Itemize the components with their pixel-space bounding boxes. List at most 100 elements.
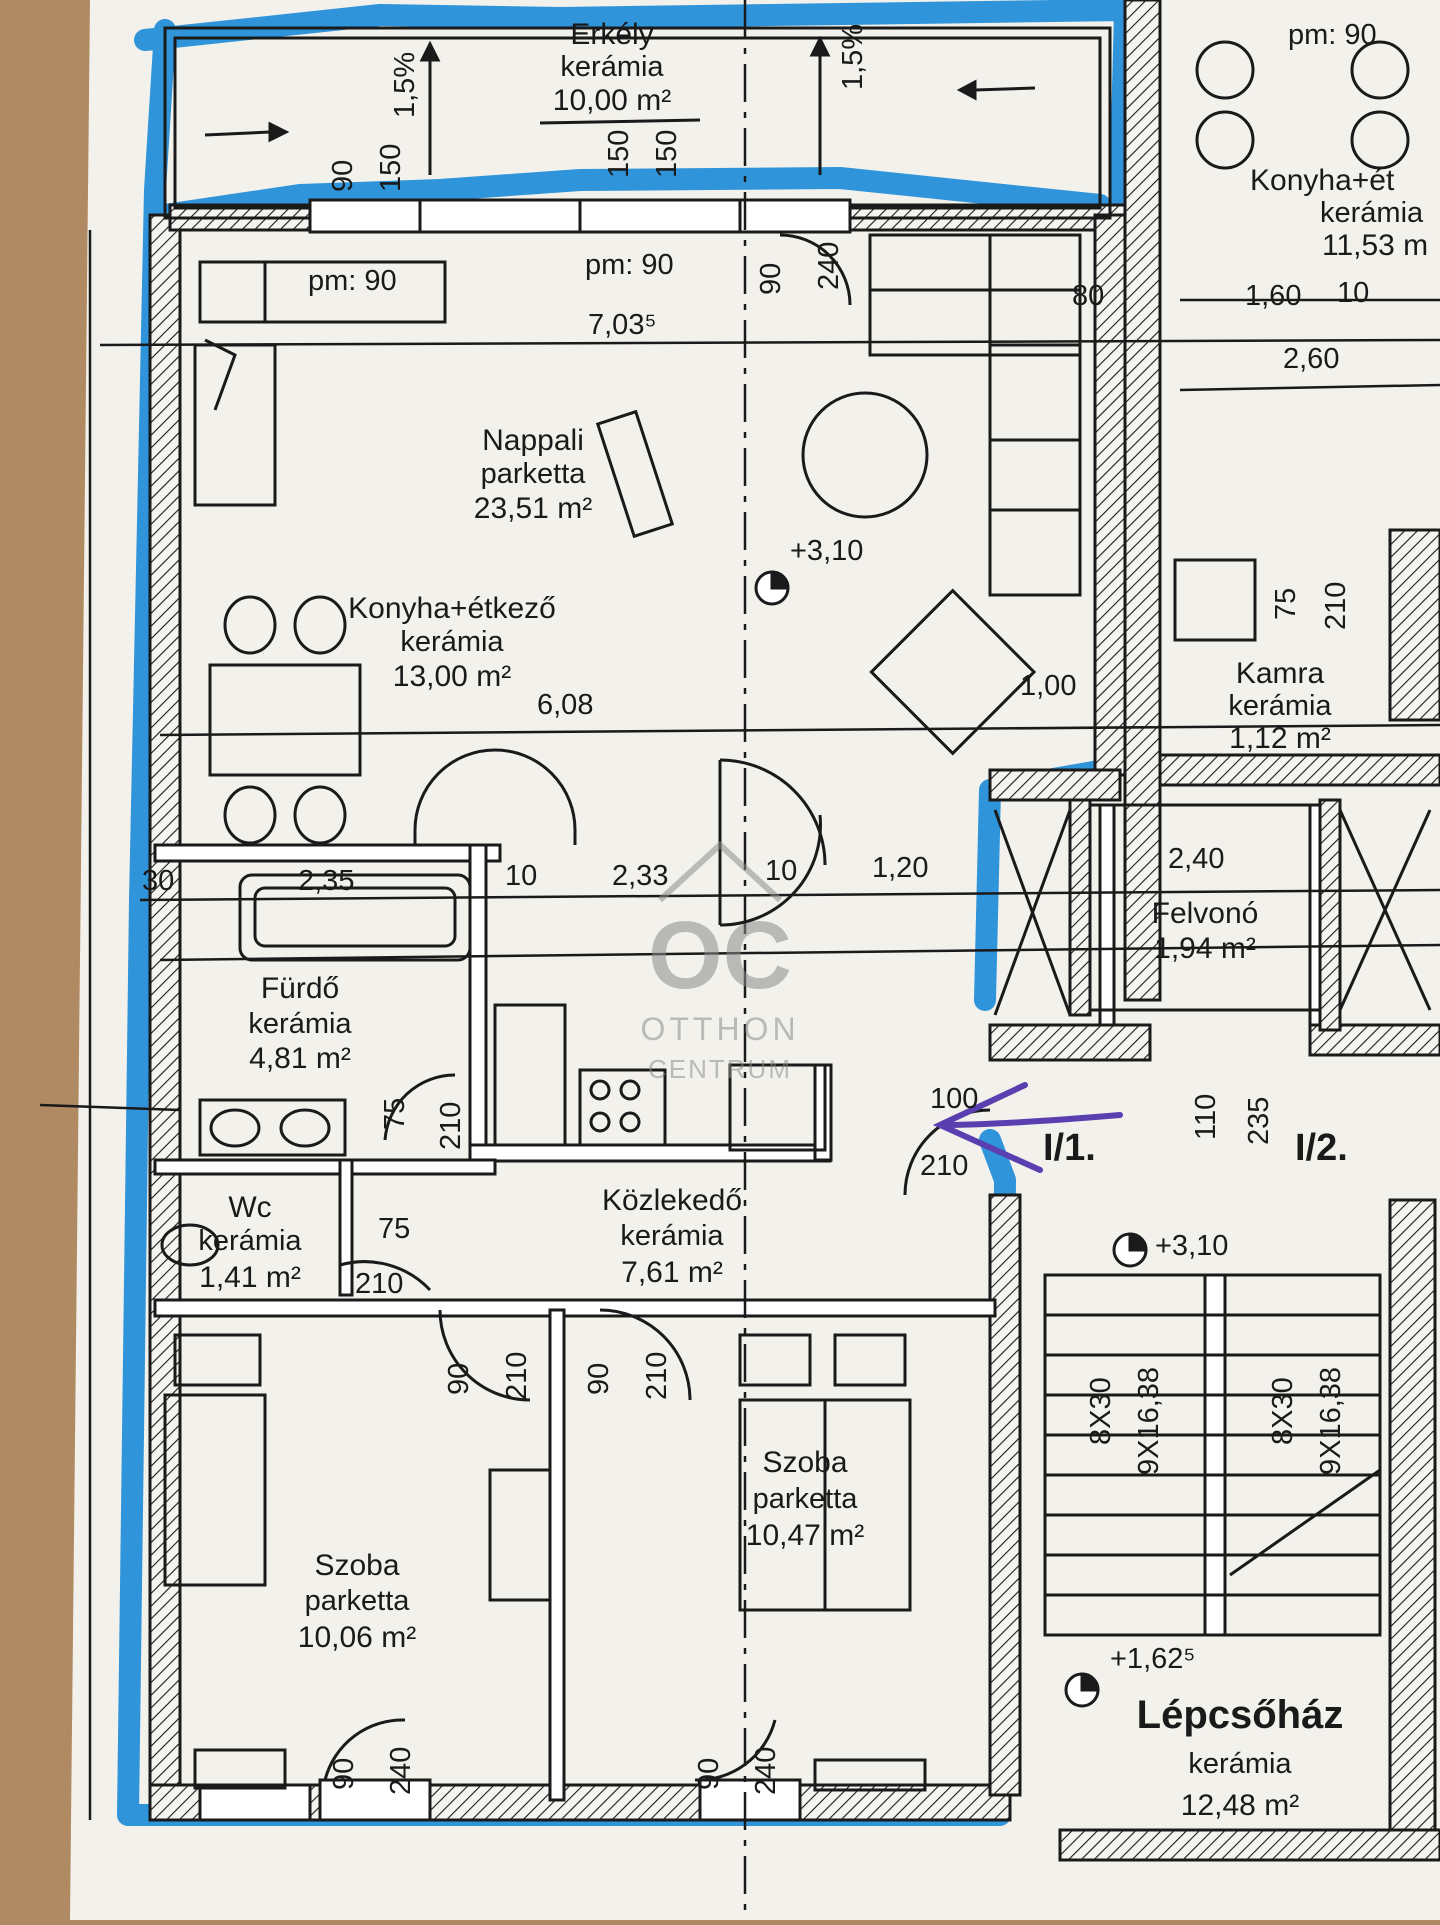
room-felvono-area: 1,94 m²	[1154, 932, 1256, 965]
dim-160: 1,60	[1245, 280, 1301, 312]
dim-80: 80	[1072, 280, 1104, 312]
room-wc-floor: kerámia	[198, 1225, 302, 1257]
windows	[198, 198, 852, 1822]
dim-210s2: 210	[641, 1352, 673, 1400]
watermark-line1: OTTHON	[640, 1011, 799, 1047]
dim-10n: 10	[1337, 277, 1369, 309]
dim-210e: 210	[920, 1150, 968, 1182]
nightstand	[173, 1333, 262, 1387]
dim-110: 110	[1190, 1094, 1222, 1140]
dim-slope-left: 1,5%	[389, 52, 421, 118]
dim-150b: 150	[603, 130, 635, 178]
dim-150a: 150	[375, 144, 407, 192]
dim-pm90b: pm: 90	[585, 249, 674, 281]
room-labels: Erkély kerámia 10,00 m² Nappali parketta…	[198, 18, 1428, 1822]
dim-608: 6,08	[537, 689, 593, 721]
single-bed	[163, 1393, 267, 1587]
level-stair-top: +3,10	[1155, 1230, 1228, 1262]
room-kozlekedo-area: 7,61 m²	[621, 1256, 723, 1289]
dim-90b1: 90	[328, 1758, 360, 1790]
dim-150c: 150	[651, 130, 683, 178]
dimension-lines	[39, 230, 1440, 1820]
room-nappali-name: Nappali	[482, 424, 584, 457]
dim-75f: 75	[379, 1098, 411, 1130]
room-konyha-floor: kerámia	[400, 626, 504, 658]
room-wc-area: 1,41 m²	[199, 1261, 301, 1294]
dim-210w: 210	[355, 1268, 403, 1300]
bathtub	[238, 873, 472, 962]
dim-8x30b: 8X30	[1267, 1377, 1299, 1445]
room-szoba2-area: 10,47 m²	[746, 1519, 864, 1552]
dim-90b2: 90	[693, 1758, 725, 1790]
room-neighbor-konyha-floor: kerámia	[1320, 197, 1424, 229]
dim-9x1638a: 9X16,38	[1133, 1367, 1165, 1475]
room-neighbor-konyha-name: Konyha+ét	[1250, 164, 1395, 197]
double-sink	[198, 1098, 347, 1157]
elevator-shaft-walls	[1068, 528, 1440, 1032]
kitchen-counter	[198, 260, 447, 324]
sofa	[868, 233, 1082, 357]
dim-10b: 10	[765, 855, 797, 887]
room-erkely-area: 10,00 m²	[553, 84, 671, 117]
level-stair-bottom: +1,62⁵	[1110, 1643, 1195, 1675]
room-kamra-name: Kamra	[1236, 657, 1325, 690]
dim-100e: 100	[930, 1083, 978, 1115]
armchair	[869, 588, 1037, 756]
nightstand-right	[833, 1333, 907, 1387]
dim-10a: 10	[505, 860, 537, 892]
room-kozlekedo-floor: kerámia	[620, 1220, 724, 1252]
interior-walls	[153, 803, 1326, 1802]
dim-8x30a: 8X30	[1085, 1377, 1117, 1445]
room-nappali-area: 23,51 m²	[474, 492, 592, 525]
room-furdo-floor: kerámia	[248, 1008, 352, 1040]
level-main: +3,10	[790, 535, 863, 567]
room-konyha-name: Konyha+étkező	[348, 592, 556, 625]
slope-arrows	[204, 35, 1036, 175]
dim-210f: 210	[435, 1102, 467, 1150]
level-labels: +3,10 +3,10 +1,62⁵ I/1. I/2.	[790, 535, 1348, 1675]
dim-100: 1,00	[1020, 670, 1076, 702]
dim-240e: 2,40	[1168, 843, 1224, 875]
room-kozlekedo-name: Közlekedő	[602, 1184, 742, 1217]
unit-label-2: I/2.	[1295, 1127, 1348, 1169]
house-roof-icon	[657, 840, 783, 903]
dim-90-door: 90	[755, 263, 787, 295]
staircase	[1043, 1273, 1382, 1637]
room-wc-name: Wc	[228, 1191, 271, 1224]
entrance-arrow	[932, 1082, 1123, 1173]
watermark-line2: CENTRUM	[648, 1054, 792, 1084]
nightstand-left	[738, 1333, 812, 1387]
room-furdo-area: 4,81 m²	[249, 1042, 351, 1075]
otthon-centrum-watermark: OC OTTHON CENTRUM	[640, 840, 799, 1084]
room-szoba2-name: Szoba	[762, 1446, 847, 1479]
stove	[578, 1068, 667, 1147]
room-kamra-floor: kerámia	[1228, 690, 1332, 722]
dim-pm90a: pm: 90	[308, 265, 397, 297]
toilet	[160, 1223, 220, 1267]
dim-75k: 75	[1270, 588, 1302, 620]
room-konyha-area: 13,00 m²	[393, 660, 511, 693]
dim-90a: 90	[327, 160, 359, 192]
dining-table	[208, 663, 362, 777]
radiator-left	[193, 1748, 287, 1790]
room-furdo-name: Fürdő	[261, 972, 339, 1005]
dim-90s1: 90	[443, 1363, 475, 1395]
room-nappali-floor: parketta	[481, 458, 587, 490]
room-lepcsohaz-name: Lépcsőház	[1137, 1693, 1344, 1737]
dim-703: 7,03⁵	[588, 309, 656, 341]
level-markers	[754, 570, 1148, 1708]
radiator-right	[813, 1758, 927, 1792]
dim-9x1638b: 9X16,38	[1315, 1367, 1347, 1475]
dim-210k: 210	[1320, 582, 1352, 630]
elevator-cabin	[993, 803, 1432, 1016]
room-szoba1-name: Szoba	[314, 1549, 399, 1582]
room-neighbor-konyha-area: 11,53 m	[1322, 229, 1428, 262]
room-lepcsohaz-floor: kerámia	[1188, 1748, 1292, 1780]
dim-90s2: 90	[583, 1363, 615, 1395]
dim-240: 240	[813, 242, 845, 290]
dim-240b2: 240	[750, 1747, 782, 1795]
tv-unit	[595, 409, 675, 539]
dim-235: 2,35	[298, 865, 354, 897]
room-kamra-area: 1,12 m²	[1229, 722, 1331, 755]
